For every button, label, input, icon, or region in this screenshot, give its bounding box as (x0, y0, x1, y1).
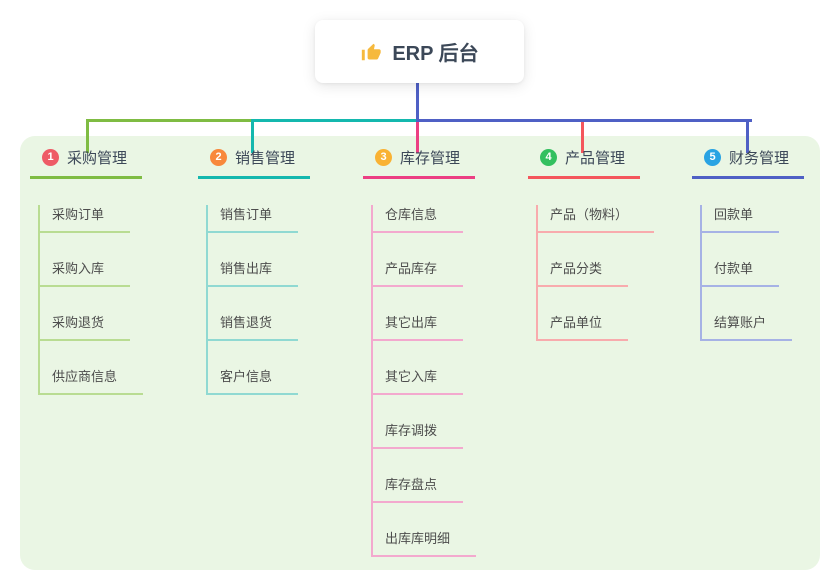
branch-5: 5 财务管理回款单付款单结算账户 (692, 147, 804, 341)
connector-line (251, 119, 254, 153)
branch-label: 采购管理 (67, 150, 128, 167)
branch-2: 2 销售管理销售订单销售出库销售退货客户信息 (198, 147, 310, 395)
connector-line (87, 119, 254, 122)
child-node[interactable]: 产品库存 (373, 259, 464, 287)
child-node[interactable]: 采购入库 (40, 259, 131, 287)
connector-line (416, 119, 752, 122)
child-node[interactable]: 销售出库 (208, 259, 299, 287)
child-node[interactable]: 其它出库 (373, 313, 464, 341)
branch-label: 销售管理 (235, 150, 296, 167)
branch-children: 采购订单采购入库采购退货供应商信息 (38, 205, 144, 395)
root-title: ERP 后台 (392, 43, 479, 65)
connector-line (416, 83, 419, 122)
child-node[interactable]: 供应商信息 (40, 367, 144, 395)
connector-line (416, 122, 419, 153)
child-node[interactable]: 付款单 (702, 259, 780, 287)
connector-line (746, 119, 749, 153)
child-node[interactable]: 仓库信息 (373, 205, 464, 233)
branch-children: 仓库信息产品库存其它出库其它入库库存调拨库存盘点出库库明细 (371, 205, 477, 557)
child-node[interactable]: 产品（物料） (538, 205, 655, 233)
branch-label: 产品管理 (565, 150, 626, 167)
child-node[interactable]: 结算账户 (702, 313, 793, 341)
thumbs-up-icon (360, 41, 382, 63)
connector-line (252, 119, 418, 122)
branch-number-badge: 5 (704, 149, 721, 166)
connector-line (86, 119, 89, 153)
branch-number-badge: 3 (375, 149, 392, 166)
child-node[interactable]: 客户信息 (208, 367, 299, 395)
child-node[interactable]: 产品单位 (538, 313, 629, 341)
branch-children: 销售订单销售出库销售退货客户信息 (206, 205, 310, 395)
branch-heading[interactable]: 5 财务管理 (692, 147, 804, 179)
child-node[interactable]: 回款单 (702, 205, 780, 233)
branch-3: 3 库存管理仓库信息产品库存其它出库其它入库库存调拨库存盘点出库库明细 (363, 147, 477, 557)
branch-number-badge: 1 (42, 149, 59, 166)
child-node[interactable]: 销售退货 (208, 313, 299, 341)
child-node[interactable]: 采购订单 (40, 205, 131, 233)
child-node[interactable]: 采购退货 (40, 313, 131, 341)
branch-heading[interactable]: 4 产品管理 (528, 147, 640, 179)
branch-label: 库存管理 (400, 150, 461, 167)
child-node[interactable]: 出库库明细 (373, 529, 477, 557)
child-node[interactable]: 其它入库 (373, 367, 464, 395)
child-node[interactable]: 销售订单 (208, 205, 299, 233)
child-node[interactable]: 库存调拨 (373, 421, 464, 449)
branch-children: 产品（物料） 产品分类产品单位 (536, 205, 655, 341)
branch-heading[interactable]: 1 采购管理 (30, 147, 142, 179)
branch-label: 财务管理 (729, 150, 790, 167)
branch-1: 1 采购管理采购订单采购入库采购退货供应商信息 (30, 147, 144, 395)
mindmap-background-panel (20, 136, 820, 570)
connector-line (581, 122, 584, 153)
branch-number-badge: 2 (210, 149, 227, 166)
branch-children: 回款单付款单结算账户 (700, 205, 804, 341)
child-node[interactable]: 产品分类 (538, 259, 629, 287)
branch-4: 4 产品管理产品（物料） 产品分类产品单位 (528, 147, 655, 341)
branch-heading[interactable]: 2 销售管理 (198, 147, 310, 179)
branch-number-badge: 4 (540, 149, 557, 166)
branch-heading[interactable]: 3 库存管理 (363, 147, 475, 179)
root-node[interactable]: ERP 后台 (315, 20, 524, 83)
child-node[interactable]: 库存盘点 (373, 475, 464, 503)
